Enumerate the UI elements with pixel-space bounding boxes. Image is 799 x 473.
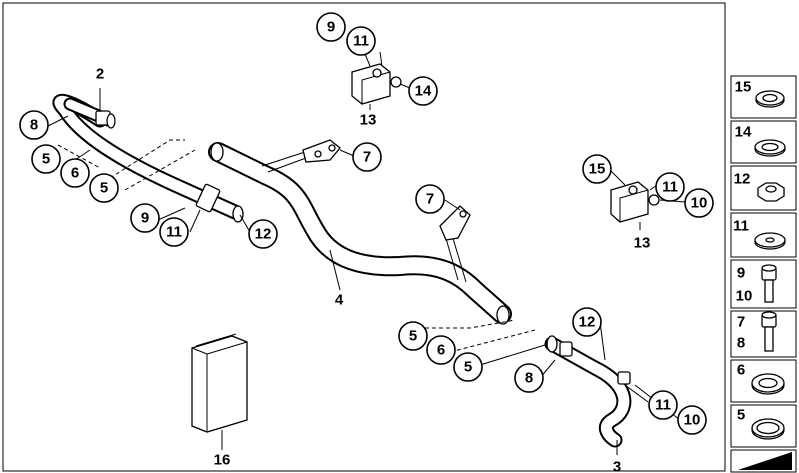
callout-7-mid: 7 bbox=[415, 184, 445, 214]
callout-label: 11 bbox=[662, 179, 678, 196]
callout-label: 15 bbox=[589, 161, 606, 178]
corner-mark bbox=[730, 449, 797, 473]
legend-label: 14 bbox=[735, 124, 752, 141]
label-13-mid: 13 bbox=[634, 235, 651, 252]
legend-cell-9-10: 9 10 bbox=[730, 259, 797, 309]
booklet-16 bbox=[191, 333, 248, 433]
legend-cell-7-8: 7 8 bbox=[730, 310, 797, 358]
callout-14: 14 bbox=[408, 76, 438, 106]
legend-label: 8 bbox=[737, 335, 745, 352]
callout-12-left: 12 bbox=[248, 219, 278, 249]
bracket-13-mid bbox=[610, 181, 660, 223]
callout-label: 14 bbox=[415, 83, 432, 100]
left-pipe-assembly bbox=[52, 93, 244, 223]
callout-label: 12 bbox=[579, 314, 596, 331]
callout-label: 5 bbox=[42, 151, 50, 168]
callout-15-mid: 15 bbox=[582, 154, 612, 184]
legend-cell-11: 11 bbox=[730, 212, 797, 258]
legend-label: 6 bbox=[737, 362, 745, 379]
callout-5-bot-b: 5 bbox=[453, 352, 483, 382]
leader-lines bbox=[47, 41, 686, 455]
callout-11-left: 11 bbox=[159, 217, 189, 247]
callout-label: 10 bbox=[691, 195, 708, 212]
callout-label: 8 bbox=[525, 370, 533, 387]
legend-label: 10 bbox=[736, 288, 753, 305]
legend-cell-5: 5 bbox=[730, 404, 797, 448]
callout-5-left-b: 5 bbox=[89, 173, 119, 203]
callout-label: 11 bbox=[655, 397, 671, 414]
callout-label: 6 bbox=[437, 342, 445, 359]
label-13-top: 13 bbox=[360, 112, 377, 129]
callout-9-top: 9 bbox=[316, 12, 346, 42]
callout-label: 7 bbox=[363, 149, 371, 166]
callout-label: 10 bbox=[684, 412, 701, 429]
callout-8-bot: 8 bbox=[514, 363, 544, 393]
legend-cell-14: 14 bbox=[730, 120, 797, 164]
legend-label: 5 bbox=[737, 407, 745, 424]
callout-11-bot: 11 bbox=[648, 390, 678, 420]
label-2: 2 bbox=[96, 66, 104, 83]
callout-label: 5 bbox=[464, 359, 472, 376]
legend-label: 11 bbox=[733, 218, 749, 235]
callout-label: 9 bbox=[141, 210, 149, 227]
legend-label: 9 bbox=[737, 265, 745, 282]
label-16: 16 bbox=[214, 452, 231, 469]
callout-12-bot: 12 bbox=[572, 307, 602, 337]
callout-6-left: 6 bbox=[60, 158, 90, 188]
callout-7-top: 7 bbox=[352, 142, 382, 172]
callout-5-bot-a: 5 bbox=[398, 321, 428, 351]
legend-label: 12 bbox=[734, 171, 751, 188]
callout-label: 12 bbox=[255, 226, 272, 243]
callout-label: 11 bbox=[166, 224, 182, 241]
callout-label: 5 bbox=[409, 328, 417, 345]
right-pipe-assembly bbox=[544, 335, 632, 448]
callout-8-left: 8 bbox=[19, 110, 49, 140]
label-4: 4 bbox=[335, 292, 344, 309]
callout-5-left-a: 5 bbox=[31, 144, 61, 174]
callout-6-bot: 6 bbox=[426, 335, 456, 365]
callout-label: 11 bbox=[353, 33, 369, 50]
parts-legend-sidebar: 15 14 12 11 bbox=[730, 75, 797, 473]
callout-label: 6 bbox=[71, 165, 79, 182]
legend-cell-12: 12 bbox=[730, 165, 797, 211]
bracket-13-top bbox=[351, 63, 402, 105]
callout-10-bot: 10 bbox=[677, 405, 707, 435]
legend-cell-6: 6 bbox=[730, 359, 797, 403]
main-frame bbox=[2, 2, 726, 472]
callout-11-mid: 11 bbox=[655, 172, 685, 202]
label-3: 3 bbox=[613, 459, 621, 473]
legend-label: 15 bbox=[735, 79, 752, 96]
callout-9-left: 9 bbox=[130, 203, 160, 233]
callout-label: 9 bbox=[327, 19, 335, 36]
main-pipe bbox=[208, 139, 512, 325]
legend-cell-15: 15 bbox=[730, 75, 797, 119]
callout-label: 7 bbox=[426, 191, 434, 208]
callout-11-top: 11 bbox=[346, 26, 376, 56]
callout-label: 8 bbox=[30, 117, 38, 134]
callout-label: 5 bbox=[100, 180, 108, 197]
callout-10-mid: 10 bbox=[684, 188, 714, 218]
legend-label: 7 bbox=[737, 314, 745, 331]
